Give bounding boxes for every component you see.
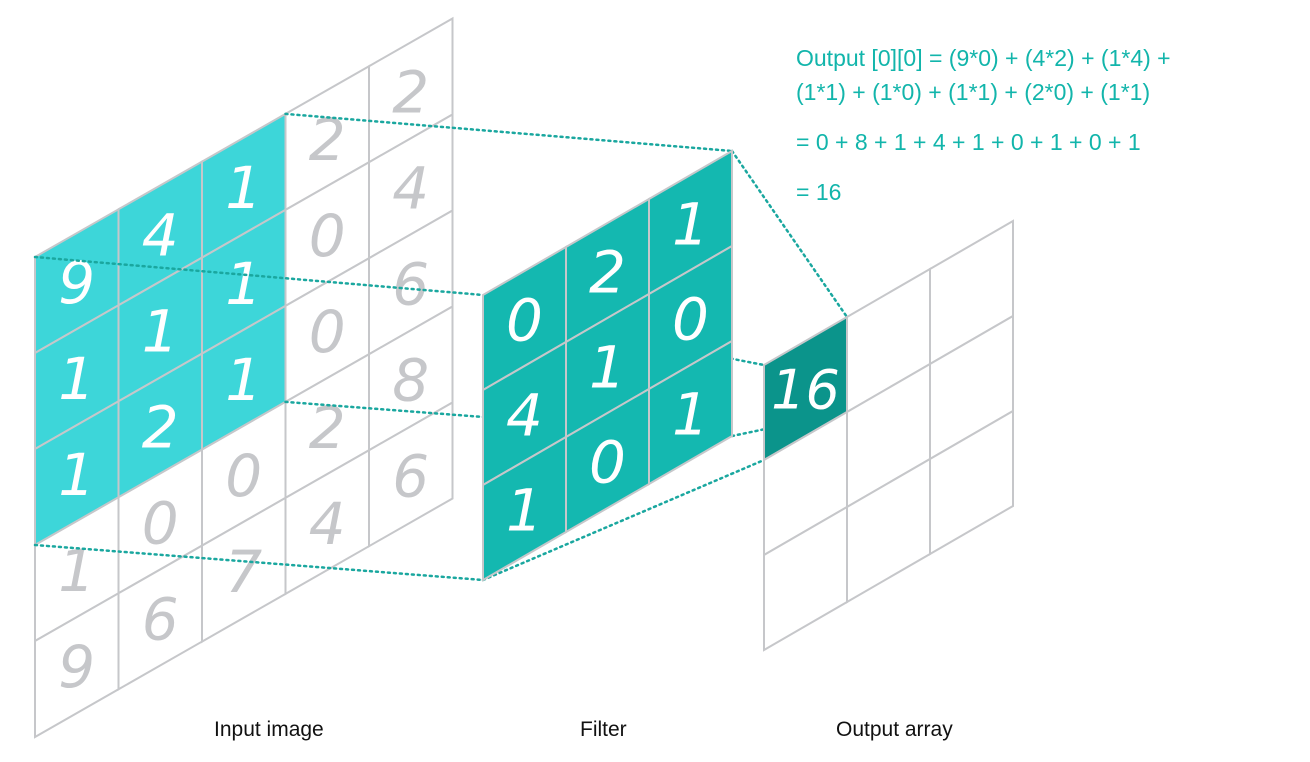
input-image-caption: Input image: [214, 718, 324, 741]
input-cell-value: 9: [58, 633, 95, 701]
filter-cell-value: 0: [589, 429, 626, 497]
connector-line: [730, 149, 849, 319]
input-cell-value: 1: [142, 297, 179, 365]
input-cell: [368, 400, 454, 548]
connector-line: [481, 458, 766, 582]
input-cell-value: 6: [142, 585, 179, 653]
output-cell-value: 16: [771, 359, 840, 422]
input-cell-value: 1: [58, 441, 95, 509]
input-cell-value: 6: [392, 250, 429, 318]
input-cell-value: 4: [309, 490, 346, 558]
connector-line: [33, 543, 485, 582]
input-cell-value: 0: [309, 298, 346, 366]
formula-line-3: = 0 + 8 + 1 + 4 + 1 + 0 + 1 + 0 + 1: [796, 129, 1141, 155]
input-cell-value: 6: [392, 442, 429, 510]
input-cell-value: 2: [392, 58, 429, 126]
input-cell-value: 2: [142, 393, 179, 461]
filter-cell-value: 0: [672, 286, 709, 354]
input-cell-value: 4: [392, 154, 429, 222]
input-cell-value: 1: [225, 250, 262, 318]
input-cell-value: 1: [58, 345, 95, 413]
input-cell-value: 0: [309, 202, 346, 270]
input-cell-value: 7: [225, 538, 262, 606]
filter-cell-value: 1: [672, 381, 709, 449]
filter-cell-value: 1: [589, 334, 626, 402]
filter-cell-value: 1: [672, 191, 709, 259]
filter-cell-value: 4: [506, 382, 543, 450]
filter-cell: [648, 339, 733, 486]
output-array-grid: 16: [763, 219, 1014, 652]
filter-cell-value: 1: [506, 477, 543, 545]
filter-cell-value: 0: [506, 287, 543, 355]
connector-line: [284, 112, 734, 153]
formula-line-2: (1*1) + (1*0) + (1*1) + (2*0) + (1*1): [796, 79, 1151, 105]
output-cell: [929, 409, 1014, 556]
input-cell-value: 0: [142, 489, 179, 557]
input-cell-value: 0: [225, 442, 262, 510]
input-cell-value: 1: [225, 346, 262, 414]
input-cell-value: 8: [392, 346, 429, 414]
input-cell-value: 1: [225, 154, 262, 222]
filter-cell-value: 2: [589, 239, 626, 307]
formula-line-1: Output [0][0] = (9*0) + (4*2) + (1*4) +: [796, 45, 1171, 71]
input-cell-value: 4: [142, 201, 179, 269]
output-array-caption: Output array: [836, 718, 953, 741]
filter-caption: Filter: [580, 718, 627, 741]
connector-line: [33, 255, 485, 297]
formula-line-4: = 16: [796, 179, 842, 205]
